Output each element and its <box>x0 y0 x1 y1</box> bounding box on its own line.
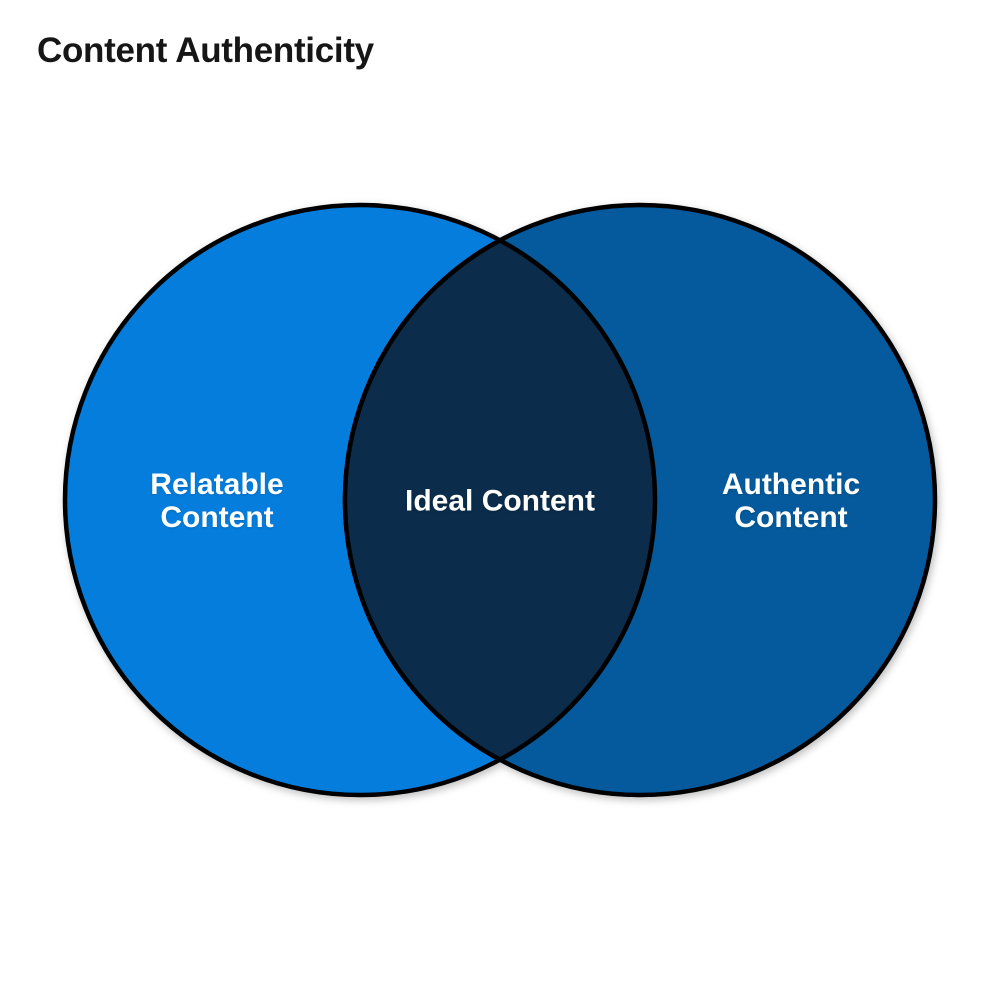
venn-shapes <box>62 202 938 798</box>
right-circle-label: Authentic Content <box>721 468 861 534</box>
left-circle-label: Relatable Content <box>150 468 284 534</box>
intersection-label: Ideal Content <box>404 484 596 518</box>
page-title: Content Authenticity <box>37 31 374 70</box>
intersection-lens-shape <box>342 237 658 763</box>
